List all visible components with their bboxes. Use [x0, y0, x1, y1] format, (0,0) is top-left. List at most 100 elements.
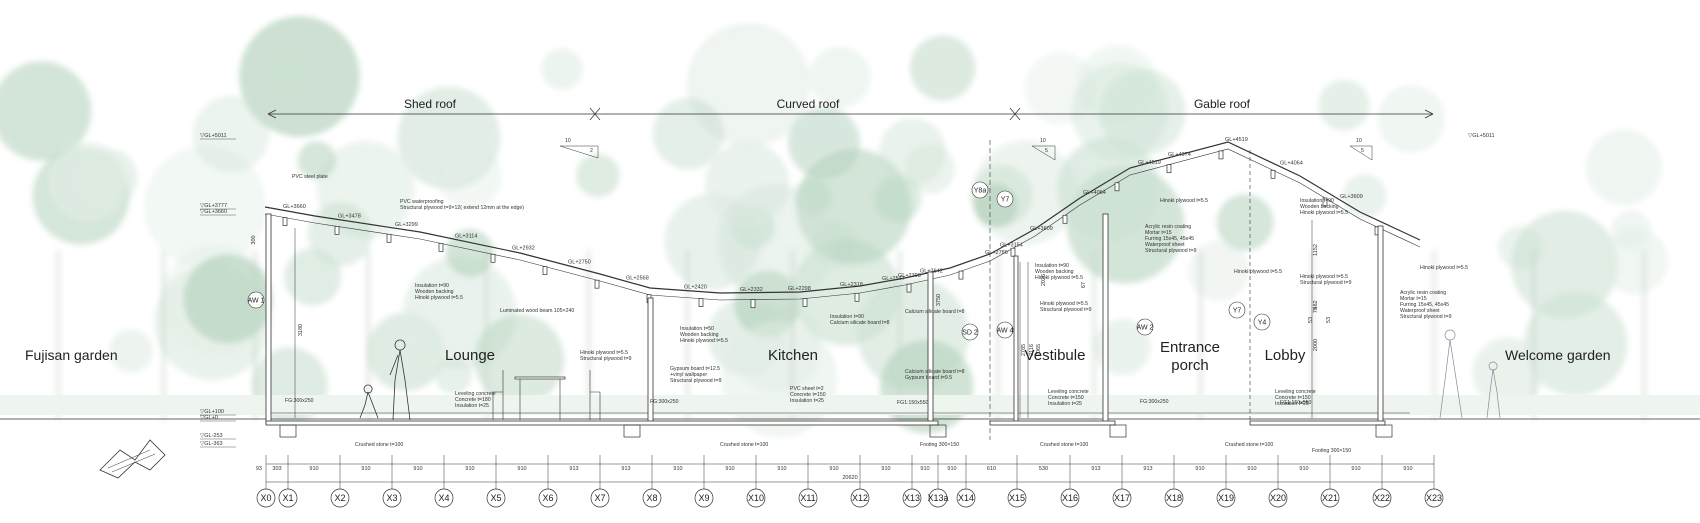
tree-blob — [192, 95, 270, 173]
level-marker: ▽GL-253 — [200, 433, 223, 439]
vertical-dimension: 2000 — [1313, 339, 1319, 351]
grid-bubble — [1372, 488, 1392, 508]
grid-bubble — [1268, 488, 1288, 508]
material-annotation: Concrete t=150 — [1048, 395, 1084, 401]
grid-label: X10 — [748, 493, 764, 503]
material-annotation: Leveling concrete — [455, 391, 496, 397]
element-tag: Y4 — [1258, 320, 1267, 327]
material-annotation: Hinoki plywood t=5.5 — [1234, 269, 1282, 275]
rafter — [438, 243, 444, 252]
grid-bubble — [956, 488, 976, 508]
grid-label: X6 — [542, 493, 553, 503]
tag-bubble — [996, 190, 1014, 208]
grid-label: X4 — [438, 493, 449, 503]
material-annotation: Hinoki plywood t=5.5 — [415, 295, 463, 301]
material-annotation: Structural plywood t=9 — [1300, 280, 1352, 286]
vertical-dimension: 75 — [1313, 307, 1319, 313]
ground — [0, 395, 1700, 420]
grid-bubble — [694, 488, 714, 508]
grid-label: X5 — [490, 493, 501, 503]
material-annotation: Structural plywood t=9 — [1145, 248, 1197, 254]
tree-blob — [474, 314, 565, 405]
tag-bubble — [247, 291, 265, 309]
tree-blob — [445, 229, 494, 278]
grid-bubble — [538, 488, 558, 508]
material-annotation: Calcium silicate board t=8 — [905, 369, 965, 375]
material-annotation: Crushed stone t=100 — [720, 442, 768, 448]
vertical-dimension: 53 — [1326, 317, 1332, 323]
grid-label: X0 — [260, 493, 271, 503]
roof-level-label: GL+3299 — [395, 222, 418, 228]
site-key-icon — [99, 439, 166, 479]
roof-level-label: GL+2420 — [684, 284, 707, 290]
grid-label: X22 — [1374, 493, 1390, 503]
material-annotation: Gypsum board t=9.5 — [905, 375, 952, 381]
building-section — [264, 140, 1501, 440]
vertical-dimension: 3180 — [298, 324, 304, 336]
grid-spacing: 910 — [947, 466, 956, 472]
tree-blob — [721, 321, 838, 437]
grid-spacing: 910 — [361, 466, 370, 472]
material-annotation: Hinoki plywood t=5.5 — [1040, 301, 1088, 307]
tag-bubble — [1253, 313, 1271, 331]
rafter — [594, 279, 600, 289]
tree-blob — [1318, 79, 1370, 131]
grid-bubble — [902, 488, 922, 508]
grid-spacing: 910 — [881, 466, 890, 472]
roof-level-label: GL+3609 — [1030, 226, 1053, 232]
grid-label: X7 — [594, 493, 605, 503]
tree-blob — [435, 357, 472, 394]
tree-blob — [297, 141, 337, 180]
material-annotation: Concrete t=150 — [790, 392, 826, 398]
vertical-dimension: 1152 — [1313, 244, 1319, 256]
material-annotation: Luminated wood beam 105×240 — [500, 308, 574, 314]
tree-blob — [0, 61, 92, 161]
roof-level-label: GL+2318 — [840, 282, 863, 288]
slope-triangle — [1031, 145, 1056, 161]
slope-value: 5 — [1361, 148, 1364, 154]
grid-spacing: 303 — [272, 466, 281, 472]
grid-label: X14 — [958, 493, 974, 503]
element-tag: AW 4 — [997, 328, 1014, 335]
material-annotation: Furring 15x45, 45x45 — [1400, 302, 1449, 308]
zone-label-shed-roof: Shed roof — [404, 97, 457, 111]
tree-trunk — [56, 250, 60, 420]
grid-bubble — [590, 488, 610, 508]
grid-bubble — [1112, 488, 1132, 508]
material-annotation: Acrylic resin coating — [1400, 290, 1446, 296]
roof-outer — [264, 141, 1421, 294]
grid-label: X21 — [1322, 493, 1338, 503]
material-annotation: +vinyl wallpaper — [670, 372, 707, 378]
material-annotation: FG1:150x550 — [1280, 400, 1312, 406]
level-marker: ▽GL+3660 — [200, 209, 227, 215]
grid-label: X8 — [646, 493, 657, 503]
grid-label: X1 — [282, 493, 293, 503]
tree-blob — [144, 145, 267, 268]
slope-value: 10 — [1356, 138, 1362, 144]
material-annotation: Insulation t=25 — [1275, 401, 1309, 407]
vertical-dimension: 53 — [1308, 317, 1314, 323]
tag-bubble — [961, 323, 979, 341]
tree-trunk — [484, 250, 488, 420]
vertical-dimensions — [294, 220, 1313, 418]
grid-spacing: 910 — [725, 466, 734, 472]
roof-level-label: GL+3114 — [455, 233, 477, 239]
rafter — [906, 283, 912, 293]
vertical-dimension: 2785 — [1021, 344, 1027, 356]
tree-blob — [1071, 62, 1169, 160]
roof-level-label: GL+3609 — [1340, 194, 1363, 200]
level-marker: ▽GL+3777 — [200, 203, 227, 209]
grid-bubble — [278, 488, 298, 508]
roof-level-label: GL+2547 — [882, 276, 905, 282]
material-annotation: Insulation t=90 — [415, 283, 449, 289]
grid-spacing: 910 — [413, 466, 422, 472]
slope-triangle — [1349, 145, 1373, 161]
material-annotation: Wooden backing — [415, 289, 454, 295]
material-annotation: Concrete t=180 — [455, 397, 491, 403]
grid-label: X13 — [904, 493, 920, 503]
tag-bubble — [1228, 301, 1246, 319]
